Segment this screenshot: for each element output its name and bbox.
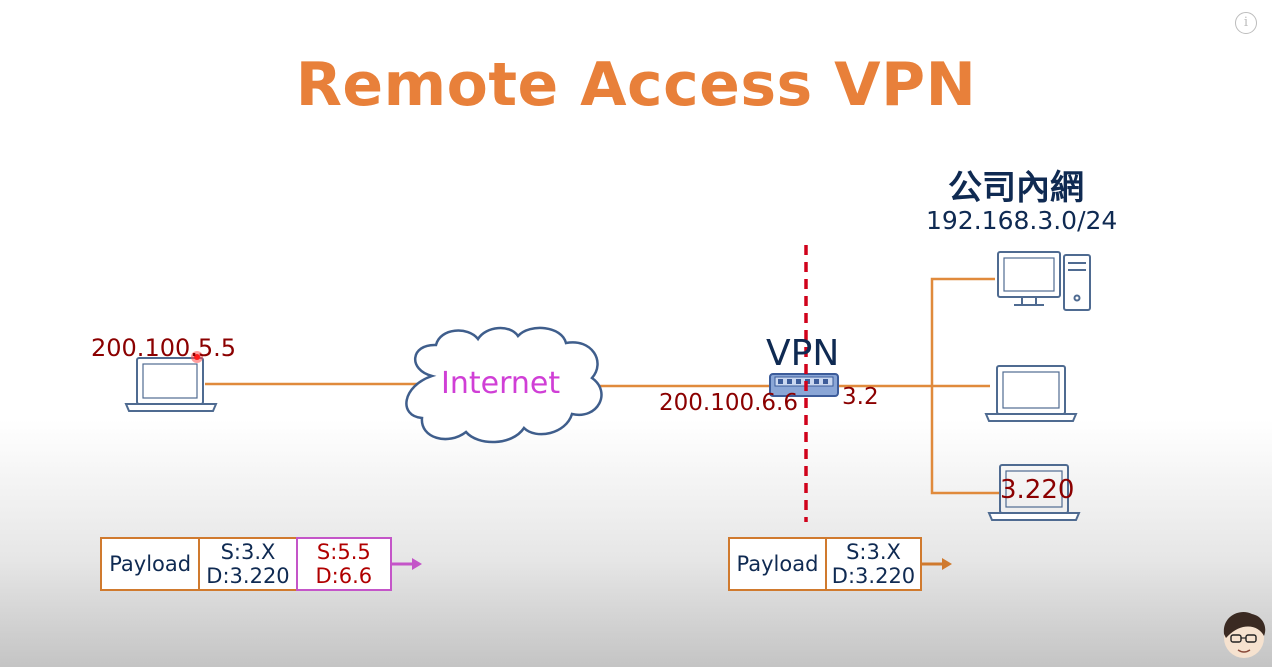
info-icon[interactable]: i: [1235, 12, 1257, 34]
header-cell: S:3.X D:3.220: [824, 539, 920, 589]
packet-src: S:3.X: [846, 540, 901, 564]
laptop-icon: [984, 365, 1078, 422]
packet-arrow-right: [922, 558, 952, 570]
avatar-icon: [1223, 612, 1266, 658]
internet-label: Internet: [441, 366, 561, 401]
packet-dst: D:3.220: [831, 564, 916, 588]
vpn-inside-ip-label: 3.2: [842, 384, 879, 410]
router-icon: [769, 373, 839, 397]
vpn-label: VPN: [766, 333, 840, 374]
payload-label: Payload: [109, 552, 192, 576]
vpn-outside-ip-label: 200.100.6.6: [659, 390, 798, 416]
payload-label: Payload: [736, 552, 819, 576]
target-host-label: 3.220: [1000, 475, 1075, 505]
remote-ip-label: 200.100.5.5: [91, 334, 237, 362]
inner-dst: D:3.220: [206, 564, 290, 588]
desktop-computer-icon: [997, 251, 1091, 311]
intranet-subnet: 192.168.3.0/24: [926, 206, 1118, 235]
outer-dst: D:6.6: [315, 564, 373, 588]
decapsulated-packet: Payload S:3.X D:3.220: [728, 537, 922, 591]
encapsulated-packet: Payload S:3.X D:3.220 S:5.5 D:6.6: [100, 537, 392, 591]
intranet-title: 公司內網: [948, 168, 1084, 208]
laptop-icon: [987, 464, 1081, 521]
inner-header-cell: S:3.X D:3.220: [198, 539, 295, 589]
outer-header-cell: S:5.5 D:6.6: [295, 537, 392, 591]
page-title: Remote Access VPN: [295, 50, 977, 120]
inner-src: S:3.X: [220, 540, 276, 564]
cloud-icon: [405, 326, 603, 444]
payload-cell: Payload: [730, 539, 825, 589]
outer-src: S:5.5: [316, 540, 371, 564]
payload-cell: Payload: [102, 539, 198, 589]
packet-arrow-left: [392, 558, 422, 570]
laptop-icon: [124, 357, 218, 412]
